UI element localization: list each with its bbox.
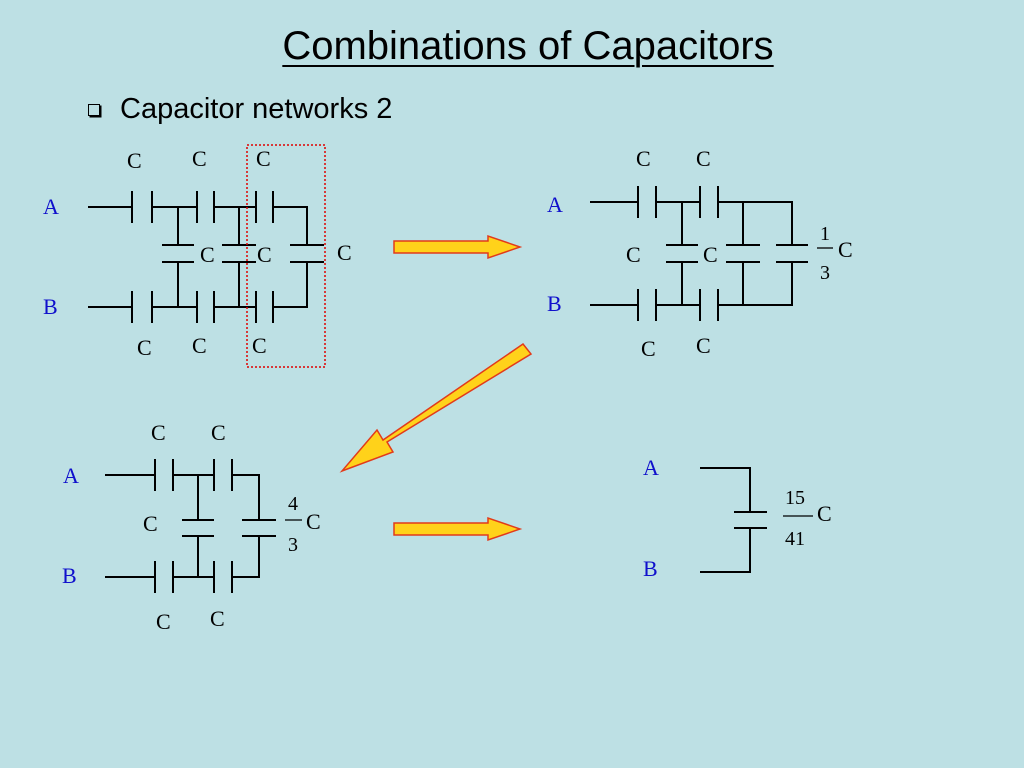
node-a-label: A	[643, 455, 659, 480]
capacitor-label: C	[626, 242, 641, 267]
capacitor-label: C	[211, 420, 226, 445]
circuit-original	[88, 144, 326, 368]
capacitor-label: C	[192, 146, 207, 171]
node-b-label: B	[62, 563, 77, 588]
fraction-numerator: 15	[785, 487, 805, 509]
circuit-equivalent-wires	[700, 467, 767, 573]
capacitor-label: C	[151, 420, 166, 445]
circuit-step-3-wires	[105, 459, 276, 593]
bullet-text: Capacitor networks 2	[120, 93, 393, 125]
capacitor-label: C	[200, 242, 215, 267]
arrow-right-top	[393, 234, 523, 260]
circuit-step-2	[590, 186, 808, 321]
circuit-step-3	[105, 459, 276, 593]
capacitor-label: C	[210, 606, 225, 631]
highlight-box	[246, 144, 326, 368]
node-a-label: A	[547, 192, 563, 217]
capacitor-label: C	[192, 333, 207, 358]
arrow-diagonal	[339, 342, 533, 473]
fraction-numerator: 1	[820, 223, 830, 245]
node-a-label: A	[63, 463, 79, 488]
node-b-label: B	[547, 291, 562, 316]
circuit-equivalent	[700, 467, 767, 573]
capacitor-label: C	[127, 148, 142, 173]
capacitor-label: C	[137, 335, 152, 360]
fraction-numerator: 4	[288, 493, 298, 515]
capacitor-label: C	[636, 146, 651, 171]
capacitor-label: C	[256, 146, 271, 171]
capacitor-label: C	[703, 242, 718, 267]
capacitor-label: C	[641, 336, 656, 361]
slide-title: Combinations of Capacitors	[282, 24, 774, 68]
node-a-label: A	[43, 194, 59, 219]
capacitor-label: C	[696, 333, 711, 358]
capacitor-label: C	[838, 237, 853, 262]
node-b-label: B	[43, 294, 58, 319]
capacitor-label: C	[257, 242, 272, 267]
fraction-denominator: 41	[785, 528, 805, 550]
fraction-denominator: 3	[820, 262, 830, 284]
square-bullet-icon	[88, 103, 100, 116]
capacitor-label: C	[252, 333, 267, 358]
capacitor-label: C	[306, 509, 321, 534]
capacitor-label: C	[696, 146, 711, 171]
circuit-step-2-wires	[590, 186, 808, 321]
capacitor-label: C	[156, 609, 171, 634]
capacitor-label: C	[817, 501, 832, 526]
node-b-label: B	[643, 556, 658, 581]
capacitor-label: C	[143, 511, 158, 536]
circuit-original-wires	[88, 191, 324, 323]
capacitor-label: C	[337, 240, 352, 265]
arrow-right-bottom	[393, 516, 523, 542]
bullet-line: Capacitor networks 2	[88, 93, 392, 126]
fraction-denominator: 3	[288, 534, 298, 556]
